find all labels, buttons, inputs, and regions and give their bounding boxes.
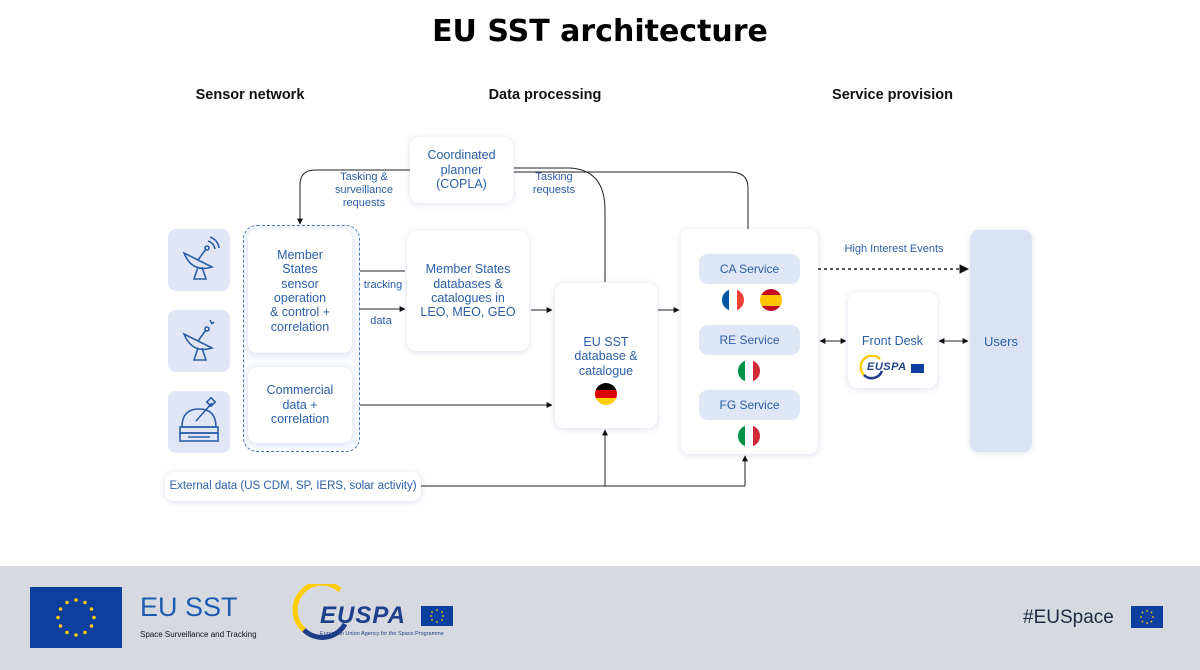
- euspace-hashtag: #EUSpace: [1023, 607, 1114, 628]
- eusst-database-box: EU SST database & catalogue: [555, 283, 657, 428]
- external-data-box: External data (US CDM, SP, IERS, solar a…: [165, 472, 421, 501]
- ms-sensor-box: Member States sensor operation & control…: [248, 229, 352, 353]
- euspa-small-logo: EUSPA: [858, 354, 926, 381]
- ms-databases-box: Member States databases & catalogues in …: [407, 231, 529, 351]
- fg-service-label: FG Service: [719, 398, 780, 412]
- italy-flag-icon: [738, 360, 760, 382]
- euspa-logo: EUSPA European Union Agency for the Spac…: [290, 580, 460, 644]
- euspa-logo-subtitle: European Union Agency for the Space Prog…: [320, 631, 444, 637]
- euspa-small-wordmark: EUSPA: [867, 361, 907, 373]
- column-heading-data-processing: Data processing: [488, 87, 602, 103]
- eu-flag-icon: [30, 587, 122, 648]
- tasking-surveillance-label: Tasking & surveillance requests: [334, 171, 394, 210]
- copla-box: Coordinated planner (COPLA): [410, 137, 513, 203]
- data-label: data: [370, 315, 392, 327]
- commercial-label: Commercial data + correlation: [266, 383, 334, 427]
- tasking-arrow-to-sensors: [297, 169, 410, 225]
- column-heading-service-provision: Service provision: [832, 87, 953, 103]
- observatory-telescope-icon: [168, 391, 230, 453]
- tasking-requests-label: Tasking requests: [532, 171, 576, 197]
- ca-service-pill: CA Service: [699, 254, 800, 284]
- column-heading-sensor-network: Sensor network: [195, 87, 305, 103]
- front-desk-label: Front Desk: [861, 334, 924, 348]
- germany-flag-icon: [595, 383, 617, 405]
- copla-label: Coordinated planner (COPLA): [427, 148, 496, 192]
- service-to-copla-line: [514, 171, 749, 229]
- re-service-label: RE Service: [719, 333, 780, 347]
- fg-service-pill: FG Service: [699, 390, 800, 420]
- footer-bar: [0, 566, 1200, 670]
- external-data-label: External data (US CDM, SP, IERS, solar a…: [169, 479, 417, 492]
- tracking-label: tracking: [363, 279, 403, 291]
- antenna-dish-icon: [168, 310, 230, 372]
- radar-dish-icon: [168, 229, 230, 291]
- re-service-pill: RE Service: [699, 325, 800, 355]
- ca-service-label: CA Service: [719, 262, 780, 276]
- ms-databases-label: Member States databases & catalogues in …: [420, 262, 516, 320]
- connector-lines: [297, 167, 969, 487]
- eusst-database-label: EU SST database & catalogue: [574, 335, 638, 378]
- euspa-wordmark: EUSPA: [320, 602, 406, 629]
- ms-sensor-label: Member States sensor operation & control…: [269, 247, 331, 334]
- eusst-logo-title: EU SST: [140, 592, 238, 622]
- users-box: Users: [970, 230, 1032, 452]
- page-title: EU SST architecture: [432, 14, 768, 49]
- france-flag-icon: [722, 289, 744, 311]
- commercial-box: Commercial data + correlation: [248, 367, 352, 443]
- eu-flag-small-icon: [1131, 606, 1163, 628]
- spain-flag-icon: [760, 289, 782, 311]
- eusst-logo-subtitle: Space Surveillance and Tracking: [140, 630, 257, 639]
- users-label: Users: [984, 333, 1018, 349]
- hie-label: High Interest Events: [844, 243, 944, 255]
- italy-flag-icon: [738, 425, 760, 447]
- eusst-to-copla-line: [514, 167, 606, 282]
